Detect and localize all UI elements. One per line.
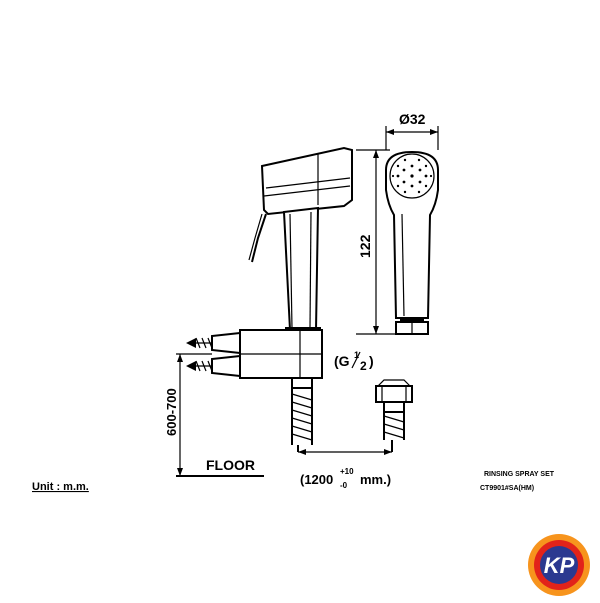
- thread-label-suffix: ): [369, 353, 374, 369]
- brand-logo: KP: [526, 532, 592, 598]
- thread-label-prefix: (G: [334, 353, 350, 369]
- hose-length-prefix: (1200: [300, 472, 333, 487]
- thread-label-num: 1: [354, 350, 359, 360]
- hose-length-suffix: mm.): [360, 472, 391, 487]
- spray-head-front-view: [385, 150, 439, 335]
- wall-bracket: [186, 329, 323, 379]
- kp-logo-icon: KP: [528, 534, 590, 596]
- spray-face-holes: [391, 158, 433, 194]
- hose-connector-right: [375, 379, 413, 452]
- hose-left: [291, 377, 313, 452]
- floor-label: FLOOR: [206, 457, 255, 473]
- hose-tol-plus: +10: [340, 467, 354, 476]
- unit-label: Unit : m.m.: [32, 481, 89, 493]
- dimension-hose-length: [298, 449, 392, 455]
- hose-tol-minus: -0: [340, 481, 348, 490]
- logo-text: KP: [544, 553, 575, 578]
- hose-length-label: (1200 +10 -0 mm.): [300, 467, 391, 490]
- thread-label-den: 2: [360, 359, 367, 373]
- dimension-diameter: [385, 126, 439, 150]
- product-name: RINSING SPRAY SET: [484, 471, 555, 478]
- dimension-wall-height: [176, 353, 212, 476]
- product-code: CT9901#SA(HM): [480, 485, 534, 492]
- height-label: 122: [357, 234, 373, 258]
- wall-height-label: 600-700: [164, 388, 179, 436]
- wall-anchor-bottom: [186, 354, 241, 378]
- diameter-label: Ø32: [399, 111, 426, 127]
- spray-head-side-view: [248, 146, 353, 337]
- thread-label: (G 1 2 ): [334, 350, 374, 373]
- dimension-height: [356, 149, 396, 335]
- wall-anchor-top: [186, 331, 241, 355]
